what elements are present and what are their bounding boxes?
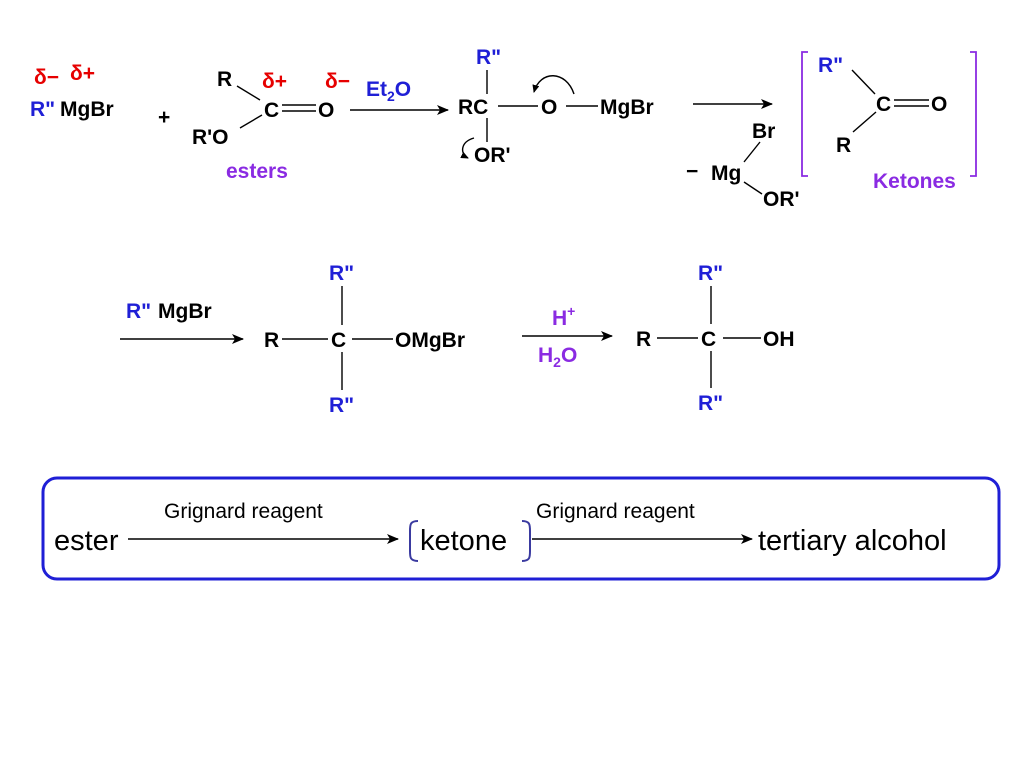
plus-sign: + bbox=[158, 106, 170, 129]
summary-ketone: ketone bbox=[420, 525, 507, 557]
alcohol-c-label: C bbox=[701, 328, 716, 351]
ester-r-label: R bbox=[217, 68, 232, 91]
ester-oxygen-label: O bbox=[318, 99, 334, 122]
intermediate-or-label: OR' bbox=[474, 144, 511, 167]
delta-plus-label: δ+ bbox=[70, 62, 95, 85]
alkoxide-r2-top-label: R" bbox=[329, 262, 354, 285]
summary-box-border bbox=[41, 476, 1001, 581]
grignard-reagent: δ− δ+ R" MgBr bbox=[30, 62, 114, 121]
solvent-label: Et2O bbox=[366, 78, 411, 104]
summary-ester: ester bbox=[54, 525, 119, 557]
salt-minus-label: − bbox=[686, 160, 698, 183]
ester-bond-or bbox=[239, 114, 263, 129]
r-double-prime-label: R" bbox=[30, 98, 55, 121]
alcohol-r2-top-label: R" bbox=[698, 262, 723, 285]
second-grignard-step: R" MgBr bbox=[120, 300, 244, 344]
summary-left-bracket bbox=[409, 520, 419, 562]
alkoxide-structure: R" R C OMgBr R" bbox=[264, 262, 465, 417]
ester-carbon-label: C bbox=[264, 99, 279, 122]
delta-minus-label: δ− bbox=[34, 66, 59, 89]
salt-br-label: Br bbox=[752, 120, 775, 143]
alcohol-r-label: R bbox=[636, 328, 651, 351]
magnesium-salt: − Br Mg OR' bbox=[686, 120, 800, 211]
left-bracket bbox=[801, 51, 808, 177]
alkoxide-r2-bottom-label: R" bbox=[329, 394, 354, 417]
intermediate-r2-label: R" bbox=[476, 46, 501, 69]
electron-push-arrow-top bbox=[532, 75, 575, 95]
summary-box: ester Grignard reagent ketone Grignard r… bbox=[41, 476, 1001, 581]
intermediate-rc-label: RC bbox=[458, 96, 488, 119]
ester-delta-minus-label: δ− bbox=[325, 70, 350, 93]
salt-or-label: OR' bbox=[763, 188, 800, 211]
acid-label: H+ bbox=[552, 303, 575, 330]
mgbr-label: MgBr bbox=[60, 98, 114, 121]
electron-push-arrow-bottom bbox=[460, 137, 475, 159]
intermediate-mgbr-label: MgBr bbox=[600, 96, 654, 119]
tetrahedral-intermediate: R" RC O MgBr OR' bbox=[458, 46, 654, 167]
ketone-structure: R" C O R Ketones bbox=[801, 51, 977, 193]
water-label: H2O bbox=[538, 344, 577, 370]
bond-mg-br bbox=[743, 141, 761, 163]
summary-step2-label: Grignard reagent bbox=[536, 500, 695, 523]
reagent-r2-label: R" bbox=[126, 300, 151, 323]
ester-bond-r bbox=[236, 85, 261, 101]
intermediate-o-label: O bbox=[541, 96, 557, 119]
summary-tertiary-alcohol: tertiary alcohol bbox=[758, 525, 947, 557]
ketone-bond-r2 bbox=[851, 69, 876, 95]
summary-right-bracket bbox=[521, 520, 531, 562]
alkoxide-c-label: C bbox=[331, 329, 346, 352]
bond-mg-or bbox=[743, 181, 763, 195]
alcohol-oh-label: OH bbox=[763, 328, 795, 351]
ketone-r2-label: R" bbox=[818, 54, 843, 77]
ester-structure: R δ+ δ− C O R'O esters bbox=[192, 68, 350, 183]
ketone-r-label: R bbox=[836, 134, 851, 157]
summary-step1-label: Grignard reagent bbox=[164, 500, 323, 523]
right-bracket bbox=[970, 51, 977, 177]
ketone-bond-r bbox=[852, 111, 877, 133]
acid-workup-arrow: H+ H2O bbox=[522, 303, 613, 370]
ketone-o-label: O bbox=[931, 93, 947, 116]
esters-caption: esters bbox=[226, 160, 288, 183]
alkoxide-r-label: R bbox=[264, 329, 279, 352]
reagent-mgbr-label: MgBr bbox=[158, 300, 212, 323]
tertiary-alcohol-structure: R" R C OH R" bbox=[636, 262, 795, 415]
ester-or-label: R'O bbox=[192, 126, 229, 149]
ketones-caption: Ketones bbox=[873, 170, 956, 193]
ether-arrow: Et2O bbox=[350, 78, 449, 115]
salt-mg-label: Mg bbox=[711, 162, 741, 185]
ester-delta-plus-label: δ+ bbox=[262, 70, 287, 93]
alkoxide-omgbr-label: OMgBr bbox=[395, 329, 465, 352]
ketone-c-label: C bbox=[876, 93, 891, 116]
alcohol-r2-bottom-label: R" bbox=[698, 392, 723, 415]
